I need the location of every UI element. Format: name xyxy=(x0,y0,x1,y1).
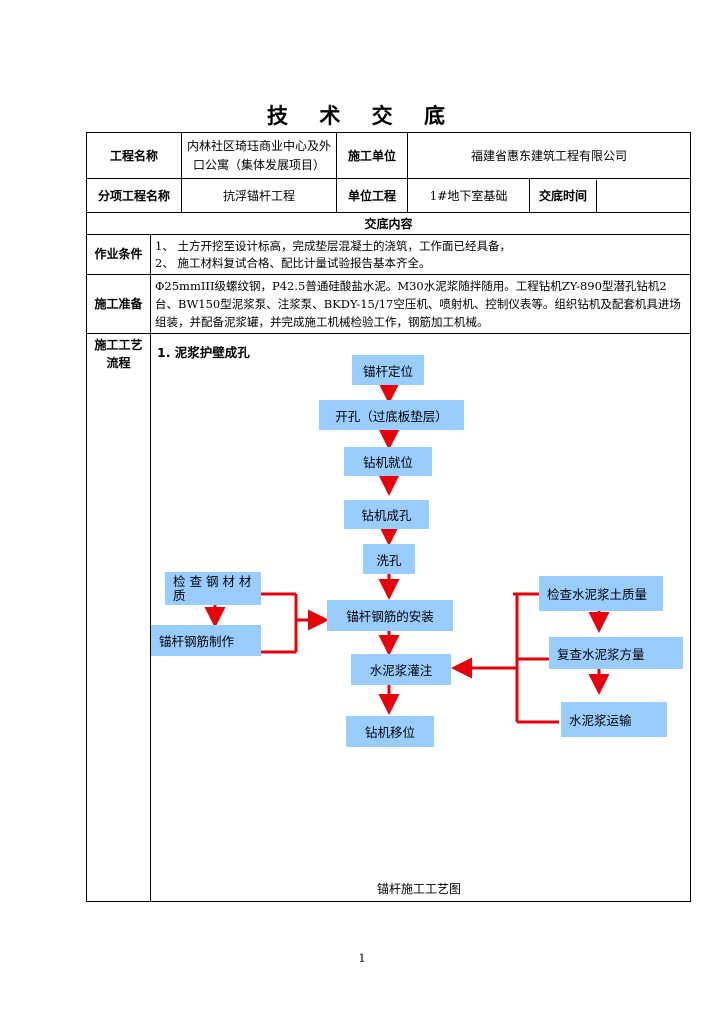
condition-line: 2、 施工材料复试合格、配比计量试验报告基本齐全。 xyxy=(155,255,431,270)
step-anchor-positioning: 锚杆定位 xyxy=(352,355,424,385)
step-rebar-installation: 锚杆钢筋的安装 xyxy=(327,600,453,631)
step-drilling: 钻机成孔 xyxy=(344,500,429,529)
document-title: 技 术 交 底 xyxy=(267,104,457,128)
project-name-value: 内林社区琦珏商业中心及外口公寓（集体发展项目） xyxy=(181,132,338,179)
handover-table: 工程名称 内林社区琦珏商业中心及外口公寓（集体发展项目） 施工单位 福建省惠东建… xyxy=(85,132,692,902)
flowchart: 1. 泥浆护壁成孔 xyxy=(151,334,687,900)
sub-project-value: 抗浮锚杆工程 xyxy=(181,178,338,213)
step-check-grout-quality: 检查水泥浆土质量 xyxy=(539,576,663,611)
figure-caption: 锚杆施工工艺图 xyxy=(376,882,461,896)
contractor-label: 施工单位 xyxy=(336,132,409,179)
process-label: 施工工艺流程 xyxy=(86,333,151,902)
handover-time-label: 交底时间 xyxy=(530,179,598,212)
step-hole-cleaning: 洗孔 xyxy=(363,544,415,574)
preparation-text: Φ25mmIII级螺纹钢，P42.5普通硅酸盐水泥。M30水泥浆随拌随用。工程钻… xyxy=(149,274,692,334)
unit-project-value: 1#地下室基础 xyxy=(407,178,531,213)
step-hole-opening: 开孔（过底板垫层） xyxy=(319,400,464,430)
contractor-value: 福建省惠东建筑工程有限公司 xyxy=(407,132,692,179)
unit-project-label: 单位工程 xyxy=(336,178,409,213)
content-header: 交底内容 xyxy=(85,212,692,235)
preparation-label: 施工准备 xyxy=(86,274,151,334)
step-check-steel: 检 查 钢 材 材质 xyxy=(165,572,261,605)
process-flow-cell: 1. 泥浆护壁成孔 xyxy=(149,333,692,902)
step-grouting: 水泥浆灌注 xyxy=(351,654,451,685)
section-title: 1. 泥浆护壁成孔 xyxy=(157,345,250,360)
sub-project-label: 分项工程名称 xyxy=(85,178,183,213)
conditions-label: 作业条件 xyxy=(86,234,151,275)
step-grout-transport: 水泥浆运输 xyxy=(561,702,667,737)
page-number: 1 xyxy=(358,952,366,965)
step-recheck-grout-volume: 复查水泥浆方量 xyxy=(549,637,683,669)
project-name-label: 工程名称 xyxy=(85,132,183,179)
flow-connectors xyxy=(204,383,610,724)
step-rig-relocation: 钻机移位 xyxy=(346,716,434,747)
step-rebar-fabrication: 锚杆钢筋制作 xyxy=(151,625,261,656)
condition-line: 1、 土方开挖至设计标高，完成垫层混凝土的浇筑，工作面已经具备， xyxy=(155,238,511,253)
handover-time-value xyxy=(597,180,690,212)
step-rig-in-place: 钻机就位 xyxy=(344,447,432,476)
